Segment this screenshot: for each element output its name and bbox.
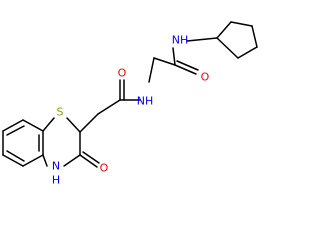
bond: [79, 154, 98, 168]
atom-label-n1: NH: [172, 34, 189, 47]
bond: [6, 125, 25, 136]
molecule-canvas: NH O NH O S N H O: [2, 21, 258, 187]
bond: [97, 99, 121, 115]
bond: [42, 154, 48, 167]
bond: [63, 154, 81, 167]
bond: [237, 46, 258, 59]
bond: [230, 21, 253, 27]
bond: [176, 60, 199, 71]
atom-label-n3-h: H: [52, 174, 60, 187]
bond: [42, 117, 55, 132]
bond: [148, 57, 155, 83]
bond: [82, 151, 100, 164]
bond: [22, 119, 44, 132]
bond: [66, 117, 81, 133]
atom-label-o1: O: [201, 71, 210, 84]
atom-label-n2: NH: [137, 95, 154, 108]
bond: [2, 119, 24, 132]
atom-label-o2: O: [118, 67, 127, 80]
atom-label-o3: O: [100, 162, 109, 175]
bond: [79, 113, 99, 133]
bond: [186, 37, 218, 42]
atom-label-s: S: [57, 106, 64, 119]
bond: [153, 57, 176, 66]
atom-label-n3: N: [52, 160, 60, 173]
bond: [216, 21, 232, 39]
bond: [6, 150, 25, 162]
molecule-structure: NH O NH O S N H O: [2, 21, 258, 187]
bond: [216, 37, 239, 59]
bond: [174, 64, 197, 75]
bond: [172, 47, 176, 66]
bond: [22, 154, 44, 167]
bond: [251, 25, 258, 48]
bond: [2, 154, 24, 167]
